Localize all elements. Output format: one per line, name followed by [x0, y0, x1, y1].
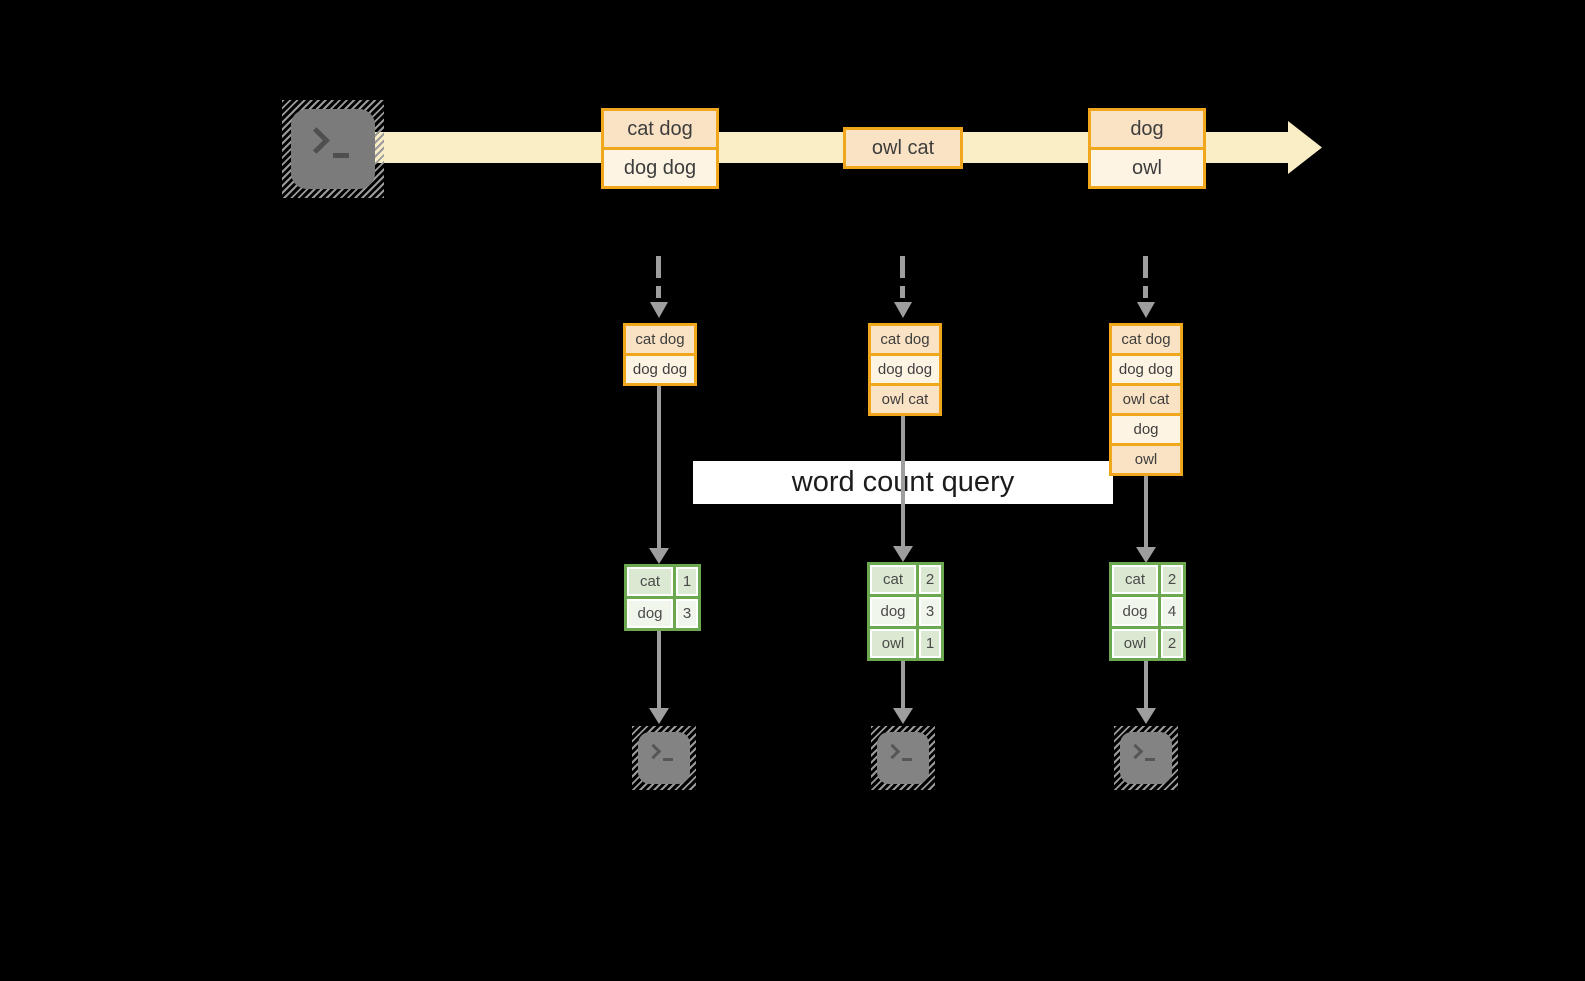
arrowhead-icon — [1136, 708, 1156, 724]
trigger-arrow — [656, 256, 661, 278]
state-stack: cat dog dog dog owl cat dog owl — [1109, 323, 1183, 476]
connector-line — [1144, 655, 1148, 708]
word-cell: cat — [867, 562, 919, 597]
sink-terminal-icon — [1114, 726, 1178, 790]
word-cell: cat — [1109, 562, 1161, 597]
stream-batch: cat dog dog dog — [601, 108, 719, 189]
state-item: dog — [1109, 413, 1183, 446]
trigger-arrow — [656, 286, 661, 298]
state-item: cat dog — [1109, 323, 1183, 356]
count-cell: 2 — [1158, 626, 1186, 661]
count-cell: 1 — [673, 564, 701, 599]
terminal-cursor-icon — [333, 153, 349, 158]
stream-batch: owl cat — [843, 127, 963, 169]
batch-item: cat dog — [601, 108, 719, 150]
state-item: owl — [1109, 443, 1183, 476]
batch-item: owl — [1088, 147, 1206, 189]
sink-terminal-icon — [871, 726, 935, 790]
connector-line — [901, 655, 905, 708]
word-cell: dog — [1109, 594, 1161, 629]
count-cell: 2 — [1158, 562, 1186, 597]
arrowhead-icon — [894, 302, 912, 318]
sink-terminal-icon — [632, 726, 696, 790]
word-cell: cat — [624, 564, 676, 599]
state-item: owl cat — [868, 383, 942, 416]
terminal-prompt-icon — [303, 127, 330, 154]
terminal-prompt-icon — [645, 743, 662, 760]
state-stack: cat dog dog dog — [623, 323, 697, 386]
arrowhead-icon — [1137, 302, 1155, 318]
state-stack: cat dog dog dog owl cat — [868, 323, 942, 416]
count-cell: 4 — [1158, 594, 1186, 629]
connector-line — [657, 627, 661, 708]
word-cell: owl — [1109, 626, 1161, 661]
word-count-table: cat 1 dog 3 — [624, 564, 701, 631]
batch-item: dog — [1088, 108, 1206, 150]
state-item: dog dog — [868, 353, 942, 386]
batch-item: owl cat — [843, 127, 963, 169]
arrowhead-icon — [893, 546, 913, 562]
trigger-arrow — [1143, 256, 1148, 278]
trigger-arrow — [900, 256, 905, 278]
terminal-body — [291, 109, 375, 189]
arrowhead-icon — [893, 708, 913, 724]
arrowhead-icon — [649, 708, 669, 724]
state-item: dog dog — [623, 353, 697, 386]
connector-line — [657, 384, 661, 548]
terminal-prompt-icon — [884, 743, 901, 760]
word-count-table: cat 2 dog 3 owl 1 — [867, 562, 944, 661]
word-cell: owl — [867, 626, 919, 661]
stream-batch: dog owl — [1088, 108, 1206, 189]
state-item: cat dog — [868, 323, 942, 356]
batch-item: dog dog — [601, 147, 719, 189]
connector-line — [1144, 476, 1148, 547]
connector-line — [901, 414, 905, 546]
state-item: owl cat — [1109, 383, 1183, 416]
word-cell: dog — [624, 596, 676, 631]
source-terminal-icon — [282, 100, 384, 198]
terminal-cursor-icon — [663, 758, 673, 761]
terminal-prompt-icon — [1127, 743, 1144, 760]
stream-arrowhead-icon — [1288, 121, 1322, 174]
trigger-arrow — [1143, 286, 1148, 298]
count-cell: 3 — [673, 596, 701, 631]
terminal-body — [638, 732, 690, 784]
count-cell: 1 — [916, 626, 944, 661]
count-cell: 3 — [916, 594, 944, 629]
count-cell: 2 — [916, 562, 944, 597]
trigger-arrow — [900, 286, 905, 298]
state-item: cat dog — [623, 323, 697, 356]
terminal-cursor-icon — [902, 758, 912, 761]
terminal-body — [877, 732, 929, 784]
state-item: dog dog — [1109, 353, 1183, 386]
arrowhead-icon — [650, 302, 668, 318]
word-count-table: cat 2 dog 4 owl 2 — [1109, 562, 1186, 661]
word-cell: dog — [867, 594, 919, 629]
terminal-cursor-icon — [1145, 758, 1155, 761]
arrowhead-icon — [1136, 547, 1156, 563]
terminal-body — [1120, 732, 1172, 784]
arrowhead-icon — [649, 548, 669, 564]
